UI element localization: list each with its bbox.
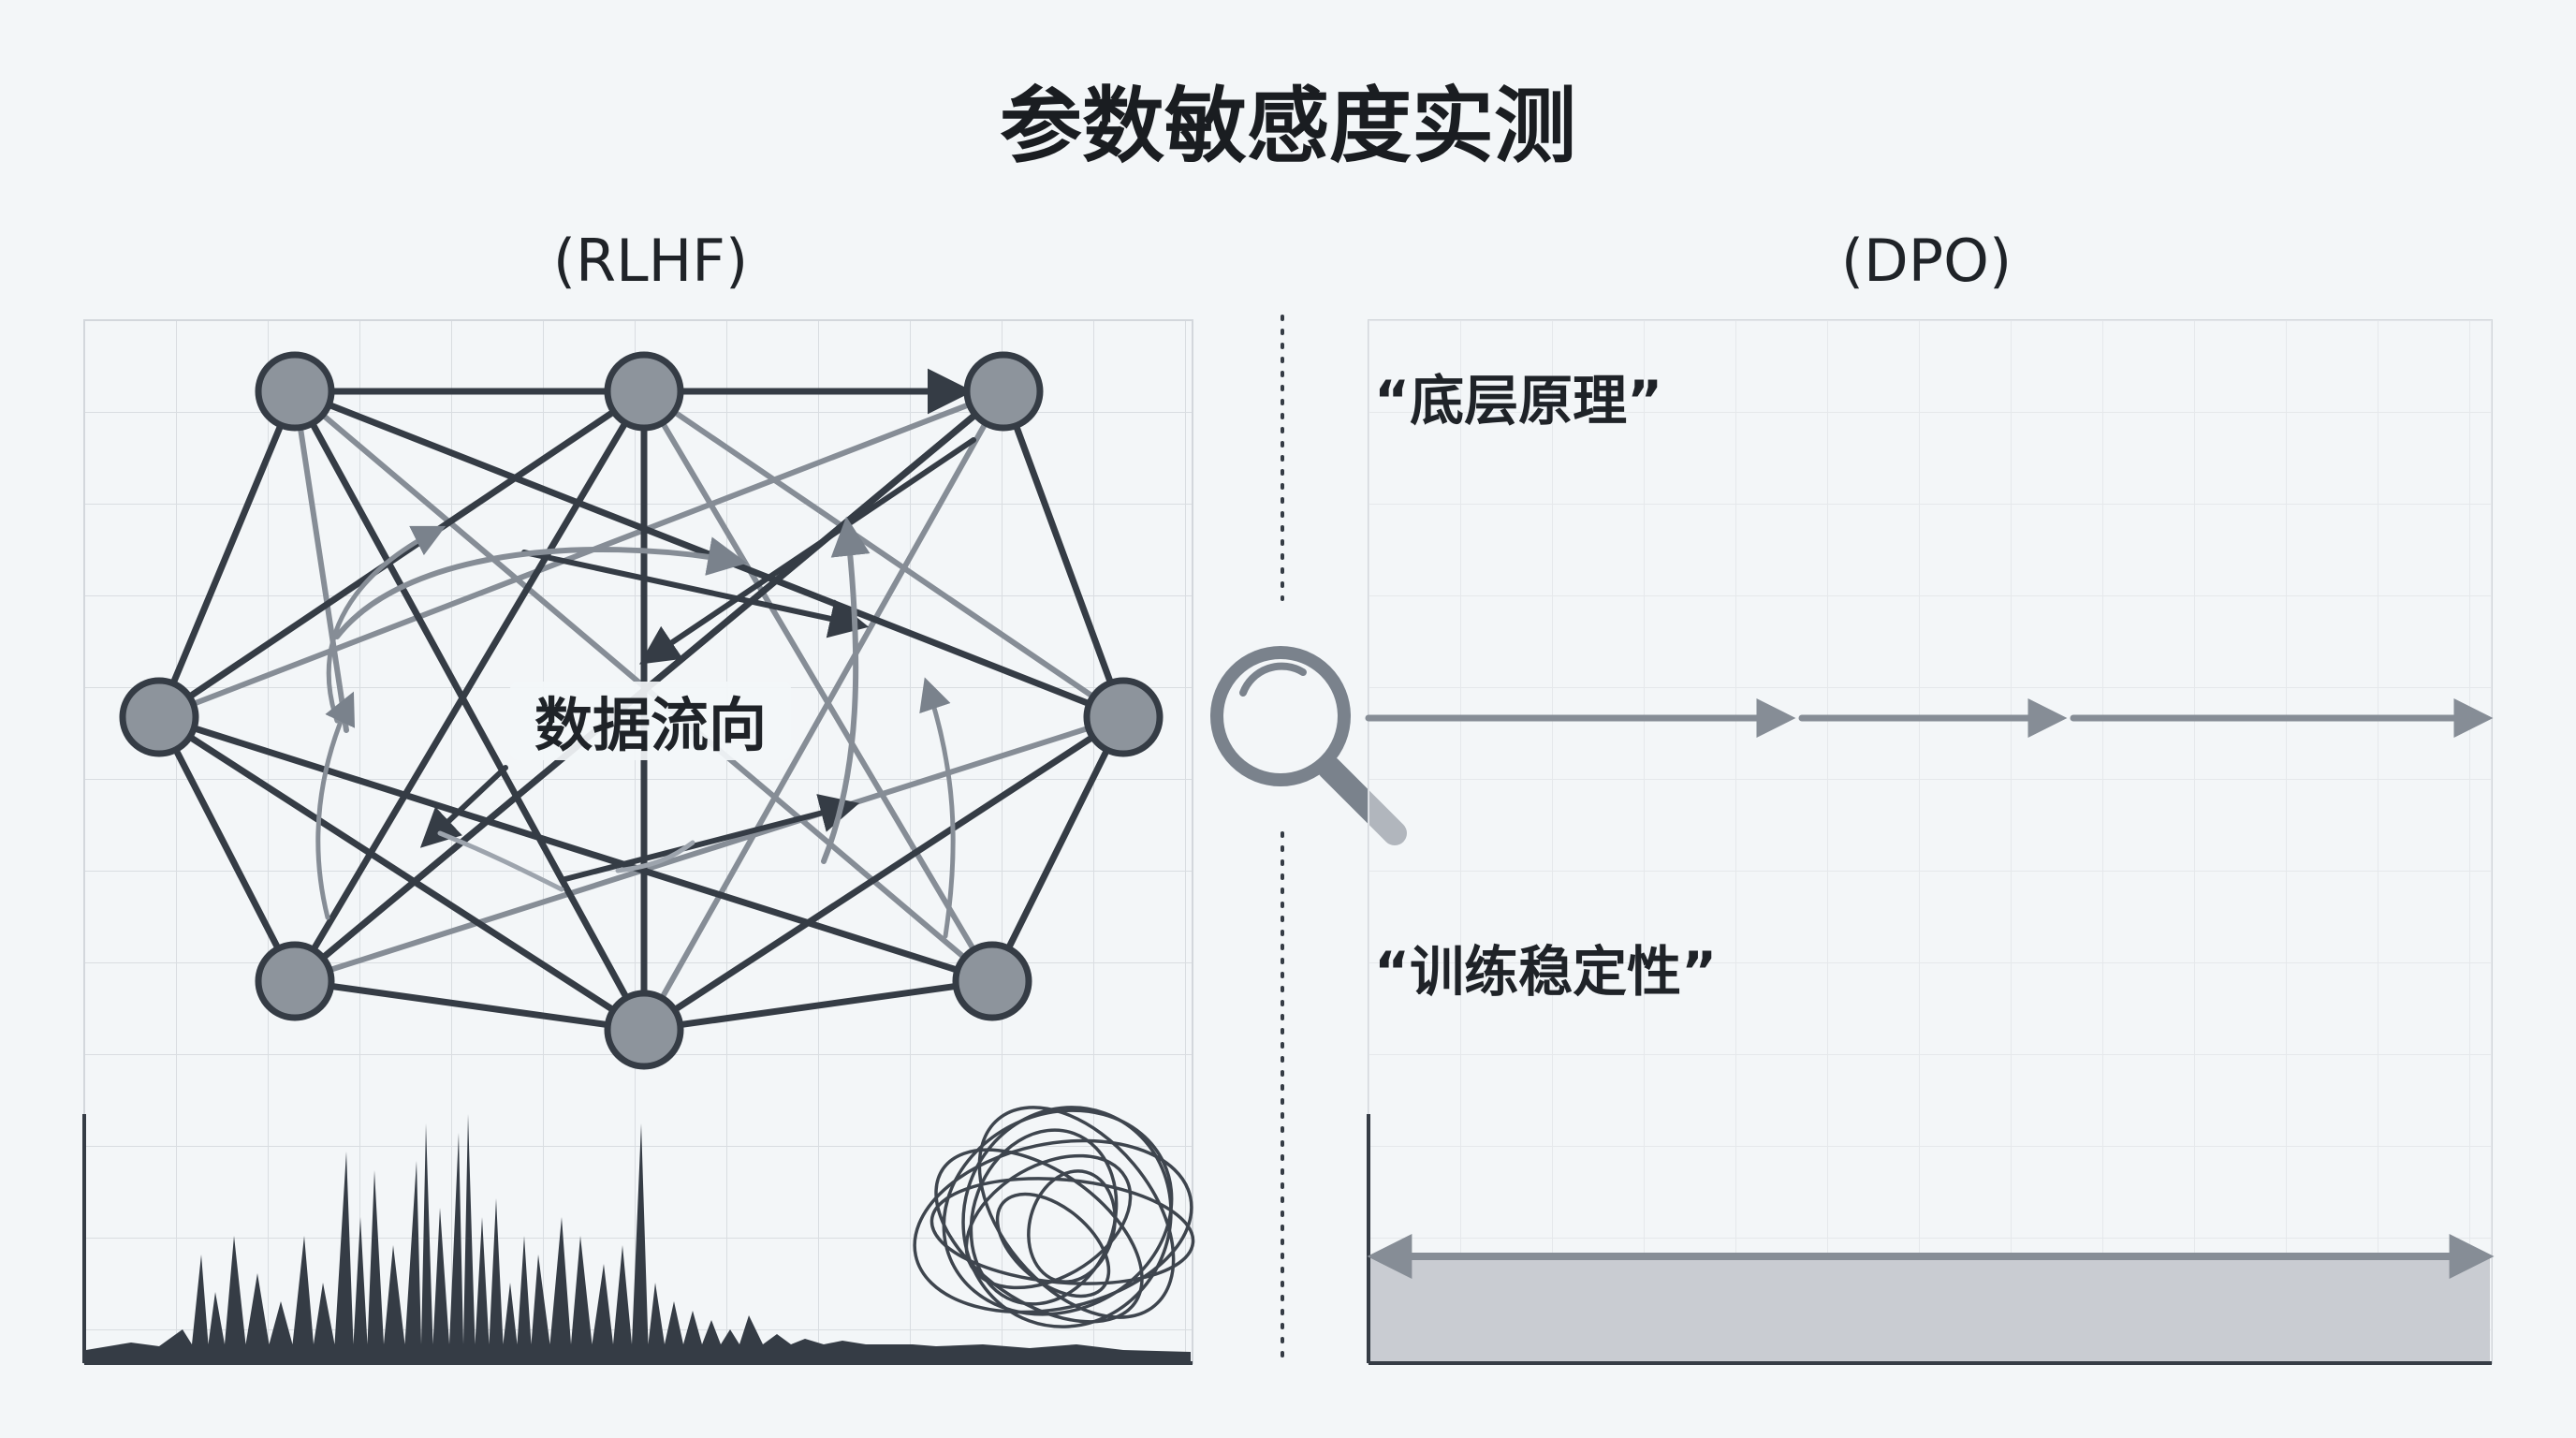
page-title: 参数敏感度实测 [1000, 78, 1576, 174]
node-top-right [963, 351, 1044, 432]
dpo-panel: “底层原理” “训练稳定性” [1365, 319, 2495, 1365]
principle-quote: “底层原理” [1374, 369, 1662, 433]
network-nodes [119, 351, 1164, 1070]
node-left [119, 677, 199, 757]
dpo-grid [1368, 319, 2493, 1364]
rlhf-label: (RLHF) [553, 227, 748, 295]
rlhf-noisy-curve [86, 1114, 1191, 1363]
panel-divider [1210, 315, 1407, 1365]
dpo-label: (DPO) [1841, 227, 2012, 295]
magnifier-icon [1210, 646, 1407, 845]
node-bottom-left [255, 941, 335, 1021]
stable-band [1370, 1256, 2490, 1361]
stability-quote: “训练稳定性” [1374, 940, 1717, 1004]
node-right [1083, 677, 1164, 757]
node-bottom-center [604, 990, 684, 1070]
rlhf-panel: 数据流向 [82, 319, 1195, 1365]
tangled-scribble-icon [913, 1106, 1195, 1328]
data-flow-label: 数据流向 [534, 691, 767, 759]
node-top-center [604, 351, 684, 432]
node-top-left [255, 351, 335, 432]
node-bottom-right [952, 941, 1032, 1021]
rlhf-grid [83, 319, 1193, 1364]
